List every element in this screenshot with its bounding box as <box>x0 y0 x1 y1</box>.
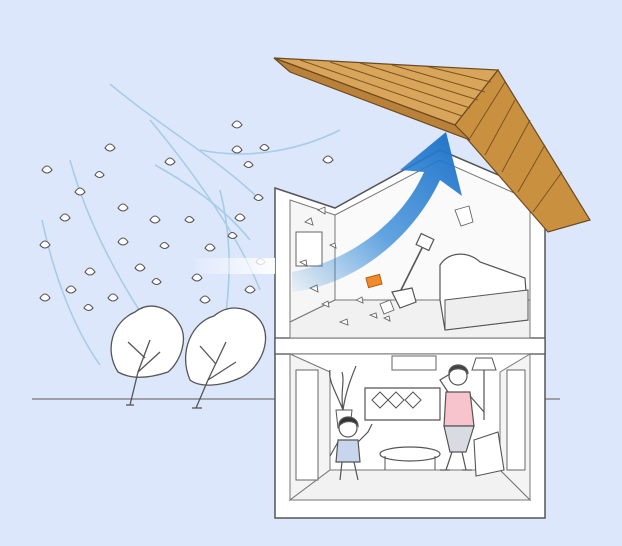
wind-arrow-icon <box>292 132 462 292</box>
woman-icon <box>439 364 485 471</box>
tree-icon <box>110 305 267 409</box>
child-icon <box>329 416 373 481</box>
wind-gust-stream <box>195 258 275 274</box>
roof-icon <box>273 57 591 233</box>
